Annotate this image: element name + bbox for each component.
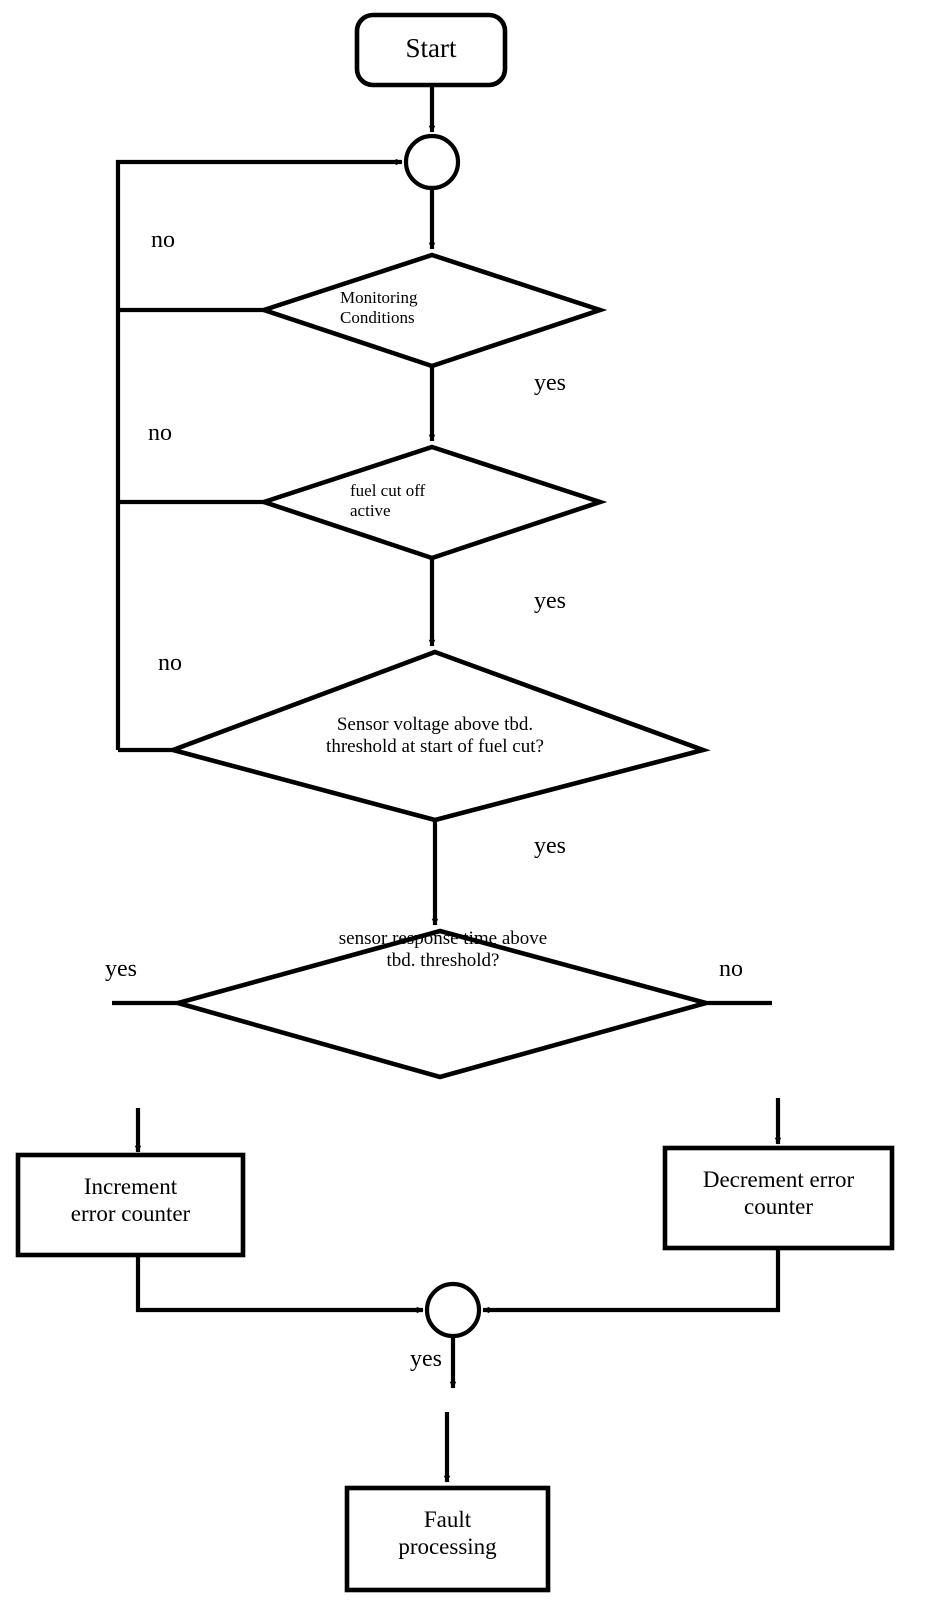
edge-decrement-to-junction <box>482 1248 781 1314</box>
edge-label-response-no: no <box>719 956 743 982</box>
edge-label-fuelcut-yes: yes <box>534 588 566 614</box>
increment-shape <box>15 1152 246 1258</box>
edge-label-monitoring-yes: yes <box>534 370 566 396</box>
fault-shape <box>344 1485 551 1593</box>
edge-increment-to-junction <box>135 1255 424 1314</box>
decrement-shape <box>662 1145 895 1251</box>
edge-label-monitoring-no: no <box>151 227 175 253</box>
decision-monitoring-shape <box>256 252 608 369</box>
edge-label-junction-yes: yes <box>410 1346 442 1372</box>
edge-label-fuelcut-no: no <box>148 420 172 446</box>
junction-top-shape <box>403 133 461 191</box>
edge-label-response-yes: yes <box>105 956 137 982</box>
edge-label-voltage-yes: yes <box>534 833 566 859</box>
edge-label-voltage-no: no <box>158 650 182 676</box>
decision-response-shape <box>169 928 715 1080</box>
start-shape <box>354 12 508 88</box>
junction-bottom-shape <box>424 1281 482 1339</box>
decision-voltage-shape <box>165 649 711 823</box>
feedback-spine <box>115 158 403 750</box>
decision-fuelcut-shape <box>256 444 608 561</box>
